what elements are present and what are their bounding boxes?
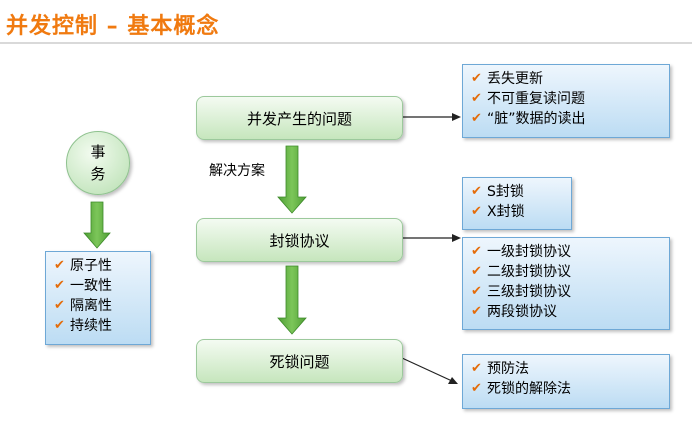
list-item: ✔丢失更新: [471, 71, 543, 87]
list-item: ✔死锁的解除法: [471, 381, 571, 397]
list-item: ✔S封锁: [471, 184, 524, 200]
list-item: ✔三级封锁协议: [471, 284, 571, 300]
problems-box: ✔丢失更新 ✔不可重复读问题 ✔“脏”数据的读出: [462, 64, 670, 138]
list-item: ✔两段锁协议: [471, 304, 557, 320]
check-icon: ✔: [54, 298, 65, 313]
arrow-transaction-to-properties: [83, 201, 111, 249]
locking-protocol-node: 封锁协议: [196, 218, 403, 262]
check-icon: ✔: [54, 278, 65, 293]
deadlock-handling-box: ✔预防法 ✔死锁的解除法: [462, 354, 670, 409]
arrow-protocol-to-deadlock: [277, 265, 307, 335]
check-icon: ✔: [471, 304, 482, 319]
check-icon: ✔: [471, 111, 482, 126]
list-item: ✔不可重复读问题: [471, 91, 585, 107]
check-icon: ✔: [471, 244, 482, 259]
list-item: ✔二级封锁协议: [471, 264, 571, 280]
check-icon: ✔: [471, 204, 482, 219]
page-title: 并发控制 – 基本概念: [6, 14, 220, 39]
list-item: ✔预防法: [471, 361, 529, 377]
check-icon: ✔: [471, 264, 482, 279]
list-item: ✔一致性: [54, 278, 112, 294]
check-icon: ✔: [471, 284, 482, 299]
check-icon: ✔: [54, 258, 65, 273]
check-icon: ✔: [471, 71, 482, 86]
list-item: ✔一级封锁协议: [471, 244, 571, 260]
check-icon: ✔: [54, 318, 65, 333]
connector-deadlock: [401, 357, 453, 382]
list-item: ✔原子性: [54, 258, 112, 274]
title-divider: [0, 42, 692, 44]
lock-types-box: ✔S封锁 ✔X封锁: [462, 177, 572, 230]
transaction-node: 事 务: [66, 131, 130, 195]
deadlock-node: 死锁问题: [196, 339, 403, 383]
solution-label: 解决方案: [209, 163, 265, 179]
arrow-problems-to-protocol: [277, 145, 307, 214]
list-item: ✔持续性: [54, 318, 112, 334]
properties-box: ✔原子性 ✔一致性 ✔隔离性 ✔持续性: [45, 251, 151, 345]
list-item: ✔X封锁: [471, 204, 525, 220]
check-icon: ✔: [471, 91, 482, 106]
check-icon: ✔: [471, 361, 482, 376]
protocol-levels-box: ✔一级封锁协议 ✔二级封锁协议 ✔三级封锁协议 ✔两段锁协议: [462, 237, 670, 330]
list-item: ✔隔离性: [54, 298, 112, 314]
list-item: ✔“脏”数据的读出: [471, 111, 586, 127]
check-icon: ✔: [471, 184, 482, 199]
check-icon: ✔: [471, 381, 482, 396]
concurrency-problems-node: 并发产生的问题: [196, 96, 403, 140]
